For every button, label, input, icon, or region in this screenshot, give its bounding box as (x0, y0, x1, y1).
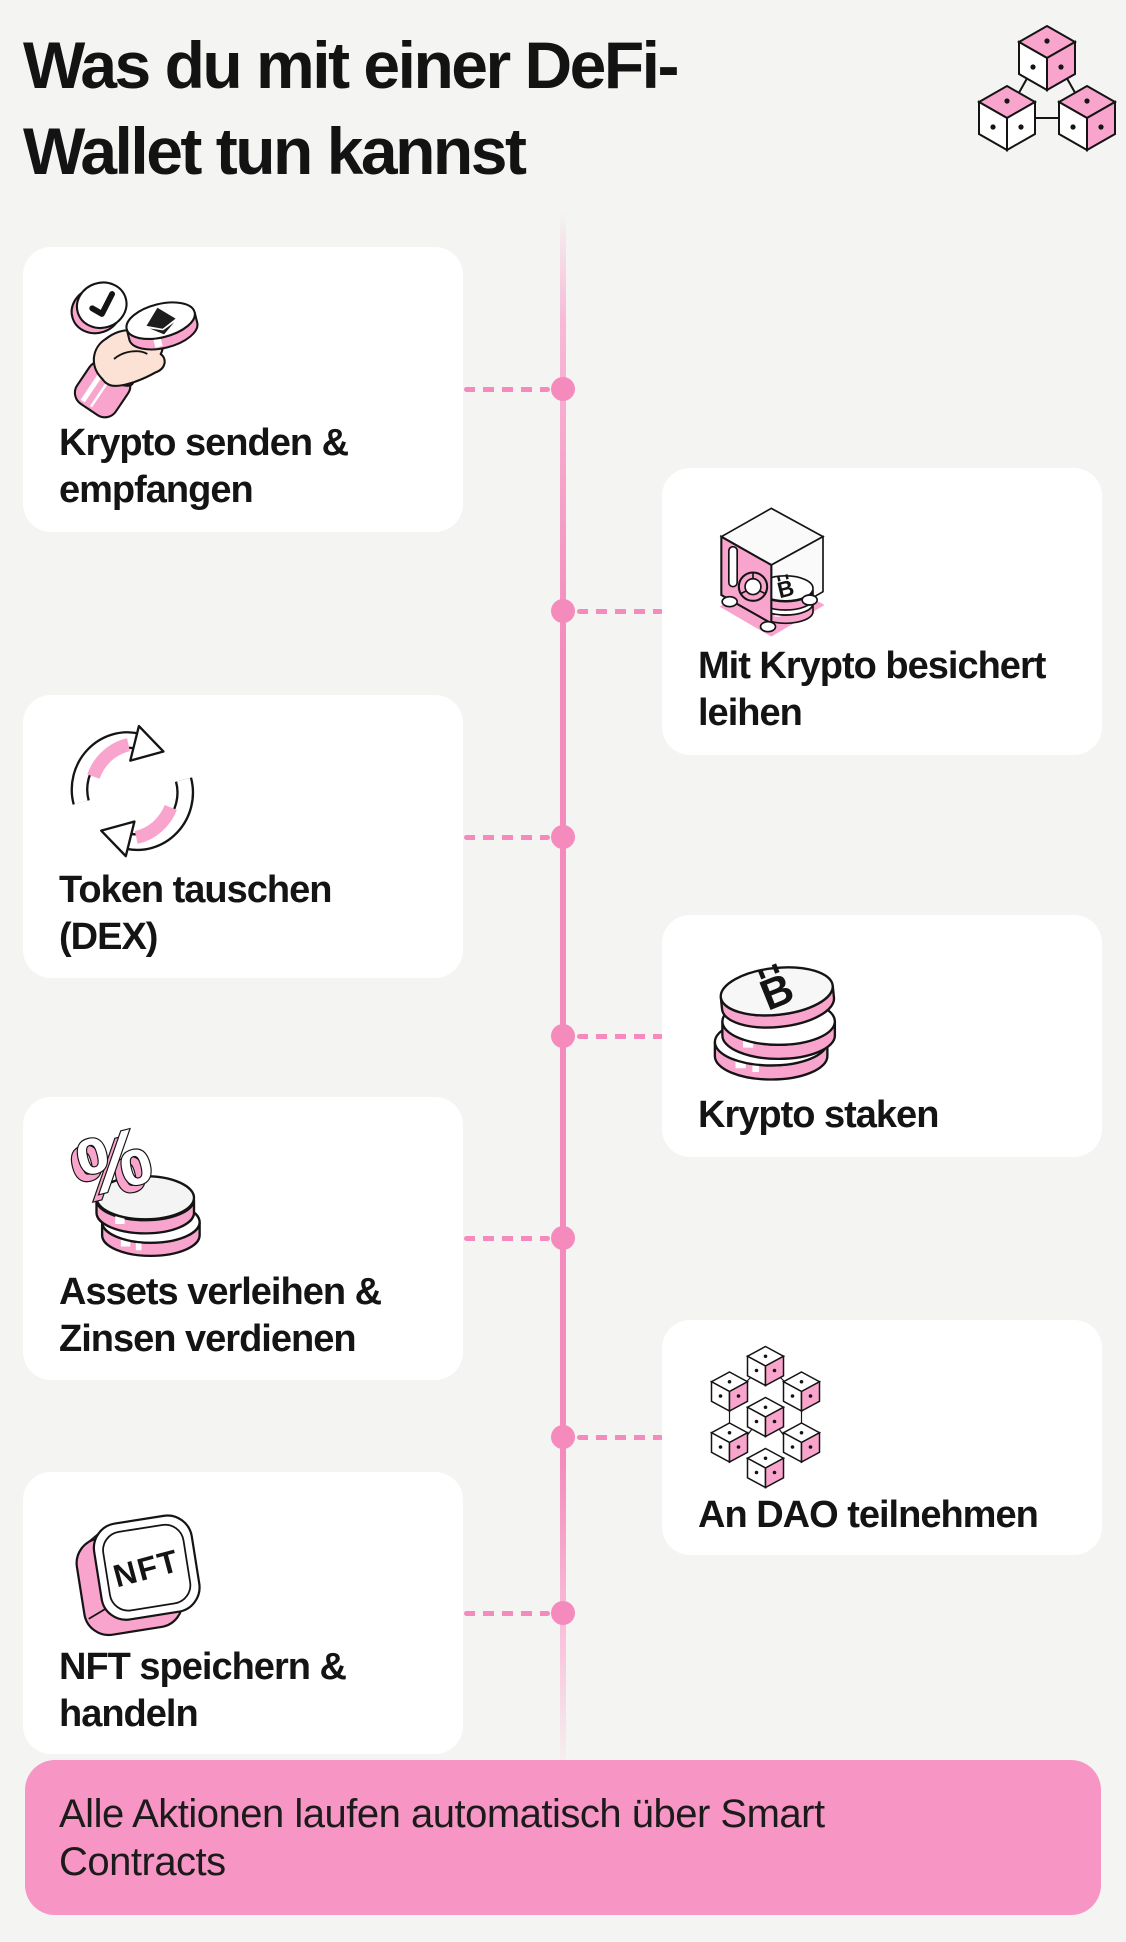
timeline-connector-6 (577, 1435, 663, 1440)
card-krypto-senden: Krypto senden & empfangen (23, 247, 463, 532)
dao-cubes-icon (710, 1345, 821, 1489)
page-title: Was du mit einer DeFi- Wallet tun kannst (23, 22, 679, 194)
card-title-line1: An DAO teilnehmen (698, 1494, 1039, 1536)
card-title-line1: Mit Krypto besichert (698, 645, 1046, 687)
card-title: Krypto senden & empfangen (59, 420, 427, 514)
percent-coins-icon: % % (62, 1119, 201, 1258)
smart-contracts-banner-text: Alle Aktionen laufen automatisch über Sm… (59, 1791, 825, 1884)
timeline-dot-1 (551, 377, 575, 401)
card-title-line1: Token tauschen (59, 869, 332, 911)
svg-text:B: B (775, 575, 797, 603)
safe-bitcoin-icon: B (719, 507, 825, 637)
card-title-line2: handeln (59, 1693, 199, 1735)
card-title-line1: NFT speichern & (59, 1646, 347, 1688)
card-title: Assets verleihen & Zinsen verdienen (59, 1269, 427, 1363)
card-nft-speichern: NFT NFT speichern & handeln (23, 1472, 463, 1754)
card-krypto-leihen: B Mit Krypto besichert leihen (662, 468, 1102, 755)
card-token-tauschen: Token tauschen (DEX) (23, 695, 463, 978)
card-title-line2: (DEX) (59, 916, 158, 958)
timeline-line (560, 212, 566, 1774)
card-title-line2: leihen (698, 692, 803, 734)
card-title: NFT speichern & handeln (59, 1644, 427, 1738)
timeline-connector-7 (464, 1611, 550, 1616)
card-assets-verleihen: % % Assets verleihen & Zinsen verdienen (23, 1097, 463, 1380)
card-title-line1: Krypto staken (698, 1094, 939, 1136)
card-title-line1: Assets verleihen & (59, 1271, 382, 1313)
nft-badge-icon: NFT (75, 1514, 201, 1637)
coin-stack-icon: B (713, 963, 837, 1081)
timeline-dot-5 (551, 1226, 575, 1250)
timeline-dot-6 (551, 1425, 575, 1449)
blockchain-cubes-icon (976, 24, 1118, 152)
timeline-dot-4 (551, 1024, 575, 1048)
card-title-line1: Krypto senden & (59, 422, 349, 464)
page-title-line1: Was du mit einer DeFi- (23, 28, 679, 102)
card-title-line2: empfangen (59, 469, 254, 511)
page-title-line2: Wallet tun kannst (23, 114, 527, 188)
timeline-connector-5 (464, 1236, 550, 1241)
card-title: Token tauschen (DEX) (59, 867, 427, 961)
card-title-line2: Zinsen verdienen (59, 1318, 357, 1360)
card-title: An DAO teilnehmen (698, 1492, 1066, 1539)
swap-arrows-icon (70, 724, 195, 858)
card-title: Mit Krypto besichert leihen (698, 643, 1066, 737)
card-krypto-staken: B Krypto staken (662, 915, 1102, 1157)
timeline-dot-7 (551, 1601, 575, 1625)
timeline-dot-2 (551, 599, 575, 623)
smart-contracts-banner: Alle Aktionen laufen automatisch über Sm… (25, 1760, 1101, 1915)
hand-coin-check-icon (70, 281, 199, 419)
timeline-connector-2 (577, 609, 663, 614)
timeline-dot-3 (551, 825, 575, 849)
timeline-connector-3 (464, 835, 550, 840)
card-title: Krypto staken (698, 1092, 1066, 1139)
card-dao-teilnehmen: An DAO teilnehmen (662, 1320, 1102, 1555)
timeline-connector-4 (577, 1034, 663, 1039)
timeline-connector-1 (464, 387, 550, 392)
